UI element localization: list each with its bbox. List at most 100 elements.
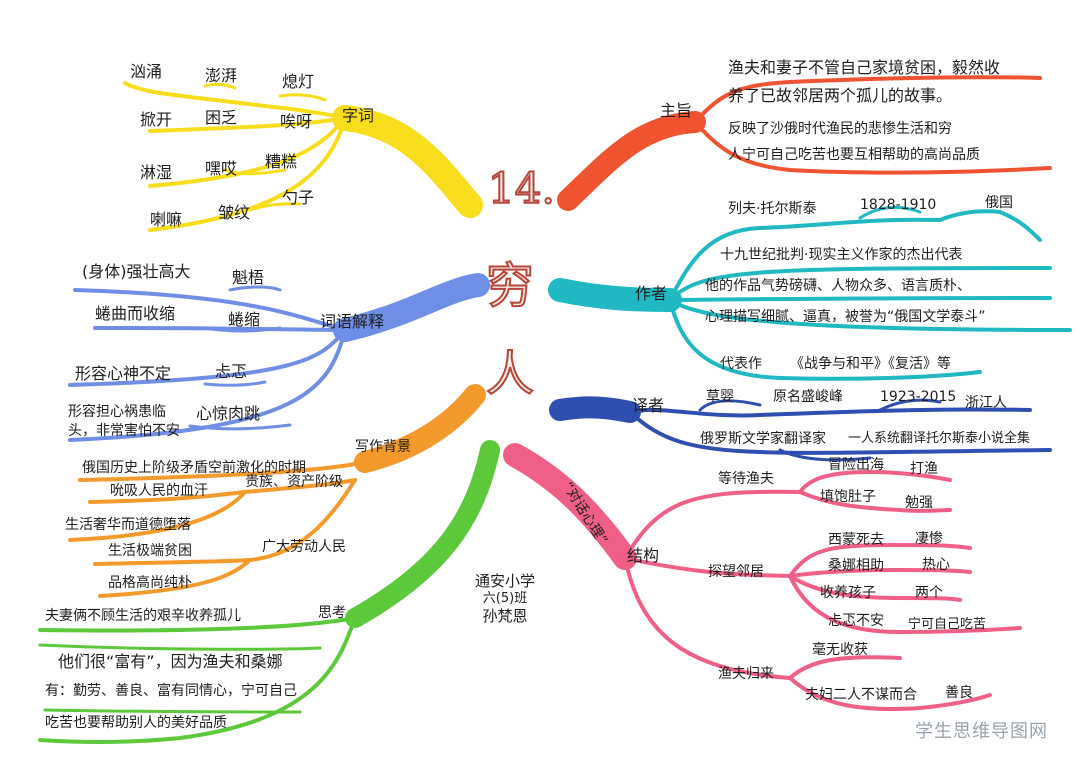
structure-item: 冒险出海 bbox=[828, 457, 884, 473]
translator-desc: 一人系统翻译托尔斯泰小说全集 bbox=[848, 431, 1031, 446]
author-works: 《战争与和平》《复活》等 bbox=[790, 356, 951, 372]
structure-item-detail: 两个 bbox=[915, 585, 943, 601]
branch-translator bbox=[549, 396, 1052, 462]
thinking-answer: 他们很“富有”，因为渔夫和桑娜 bbox=[58, 652, 283, 671]
credit-class: 六(5)班 bbox=[482, 590, 528, 606]
word-item: 澎湃 bbox=[205, 66, 238, 85]
term-definition: (身体)强壮高大 bbox=[82, 262, 191, 281]
structure-item-detail: 勉强 bbox=[905, 495, 933, 511]
main-idea-line: 反映了沙俄时代渔民的悲惨生活和穷 bbox=[728, 121, 952, 137]
translator-place: 浙江人 bbox=[965, 395, 1007, 411]
word-item: 勺子 bbox=[282, 188, 315, 207]
structure-part: 探望邻居 bbox=[708, 564, 764, 580]
branch-structure-main bbox=[503, 443, 637, 570]
branch-author bbox=[548, 205, 1072, 381]
branch-words-main bbox=[332, 105, 483, 218]
background-item: 吮吸人民的血汗 bbox=[110, 483, 208, 499]
branch-thinking-main bbox=[345, 440, 500, 628]
branch-background-main bbox=[354, 384, 486, 473]
term-definition: 头，非常害怕不安 bbox=[68, 423, 180, 439]
word-item: 喇嘛 bbox=[150, 210, 183, 229]
thinking-question: 夫妻俩不顾生活的艰辛收养孤儿 bbox=[45, 608, 241, 624]
structure-item: 夫妇二人不谋而合 bbox=[805, 687, 917, 703]
word-item: 淋湿 bbox=[140, 163, 173, 182]
background-period: 俄国历史上阶级矛盾空前激化的时期 bbox=[82, 460, 306, 476]
credit-school: 通安小学 bbox=[474, 572, 535, 590]
branch-translator-main bbox=[549, 396, 641, 423]
translator-desc: 俄罗斯文学家翻译家 bbox=[700, 431, 826, 447]
term-definition: 形容担心祸患临 bbox=[68, 404, 166, 420]
term-word: 心惊肉跳 bbox=[196, 404, 261, 423]
terms-label: 词语解释 bbox=[320, 312, 385, 331]
author-country: 俄国 bbox=[985, 195, 1013, 211]
credit-name: 孙梵恩 bbox=[482, 607, 528, 625]
term-definition: 形容心神不定 bbox=[75, 364, 172, 383]
background-group-name: 广大劳动人民 bbox=[262, 539, 346, 555]
watermark: 学生思维导图网 bbox=[915, 721, 1048, 742]
branch-main-idea-main bbox=[557, 111, 706, 211]
term-definition: 蜷曲而收缩 bbox=[95, 304, 176, 323]
branch-main-idea bbox=[557, 75, 1052, 211]
main-idea-line: 养了已故邻居两个孤儿的故事。 bbox=[728, 86, 953, 105]
author-desc: 十九世纪批判·现实主义作家的杰出代表 bbox=[720, 247, 963, 263]
structure-item: 填饱肚子 bbox=[820, 489, 876, 505]
background-item: 生活极端贫困 bbox=[108, 543, 192, 559]
translator-orig-name: 原名盛峻峰 bbox=[773, 389, 843, 405]
structure-item: 收养孩子 bbox=[820, 585, 876, 601]
word-item: 掀开 bbox=[140, 110, 173, 129]
credit: 通安小学 六(5)班 孙梵恩 bbox=[450, 572, 560, 626]
branch-author-main bbox=[548, 278, 682, 312]
author-name: 列夫·托尔斯泰 bbox=[728, 201, 817, 217]
main-idea-label: 主旨 bbox=[660, 101, 693, 120]
title-number: 14. bbox=[487, 164, 556, 213]
thinking-label: 思考 bbox=[318, 605, 346, 621]
background-label: 写作背景 bbox=[355, 439, 411, 455]
main-idea-line: 人宁可自己吃苦也要互相帮助的高尚品质 bbox=[728, 147, 980, 163]
term-word: 忐忑 bbox=[215, 362, 248, 381]
branch-terms-main bbox=[333, 273, 490, 342]
author-label: 作者 bbox=[635, 284, 668, 303]
structure-item-detail: 善良 bbox=[945, 685, 973, 701]
structure-part: 等待渔夫 bbox=[718, 471, 774, 487]
term-word: 魁梧 bbox=[232, 268, 265, 287]
title-char-1: 穷 bbox=[485, 258, 535, 314]
author-works-label: 代表作 bbox=[720, 356, 762, 372]
title-char-2: 人 bbox=[485, 346, 535, 402]
structure-part: 渔夫归来 bbox=[718, 666, 774, 682]
structure-item: 桑娜相助 bbox=[828, 558, 884, 574]
word-item: 唉呀 bbox=[280, 112, 313, 131]
translator-years: 1923-2015 bbox=[880, 389, 957, 405]
translator-name: 草婴 bbox=[706, 389, 734, 405]
word-item: 汹涌 bbox=[130, 62, 163, 81]
translator-label: 译者 bbox=[632, 396, 665, 415]
branch-thinking bbox=[38, 440, 500, 744]
structure-item-detail: 热心 bbox=[922, 557, 950, 573]
words-label: 字词 bbox=[342, 106, 375, 125]
background-item: 生活奢华而道德堕落 bbox=[65, 517, 191, 533]
structure-item-detail: 宁可自己吃苦 bbox=[908, 617, 987, 632]
structure-item: 毫无收获 bbox=[812, 642, 868, 658]
structure-item: 西蒙死去 bbox=[828, 532, 884, 548]
word-item: 糟糕 bbox=[265, 152, 298, 171]
background-item: 品格高尚纯朴 bbox=[108, 575, 192, 591]
structure-item: 忐忑不安 bbox=[828, 613, 884, 629]
thinking-answer: 吃苦也要帮助别人的美好品质 bbox=[45, 715, 227, 731]
word-item: 嘿哎 bbox=[205, 159, 238, 178]
structure-label: 结构 bbox=[627, 546, 660, 565]
branch-background bbox=[68, 384, 486, 598]
branch-words bbox=[123, 81, 483, 232]
author-desc: 心理描写细腻、逼真，被誉为“俄国文学泰斗” bbox=[705, 309, 986, 325]
structure-item-detail: 打渔 bbox=[910, 461, 938, 477]
word-item: 皱纹 bbox=[218, 203, 251, 222]
term-word: 蜷缩 bbox=[228, 310, 261, 329]
word-item: 困乏 bbox=[205, 108, 238, 127]
main-idea-line: 渔夫和妻子不管自己家境贫困，毅然收 bbox=[728, 58, 1001, 77]
structure-item-detail: 凄惨 bbox=[915, 531, 943, 547]
author-years: 1828-1910 bbox=[860, 197, 937, 213]
word-item: 熄灯 bbox=[282, 72, 315, 91]
branch-terms bbox=[68, 273, 490, 442]
thinking-answer: 有：勤劳、善良、富有同情心，宁可自己 bbox=[45, 683, 297, 699]
author-desc: 他的作品气势磅礴、人物众多、语言质朴、 bbox=[705, 278, 971, 294]
